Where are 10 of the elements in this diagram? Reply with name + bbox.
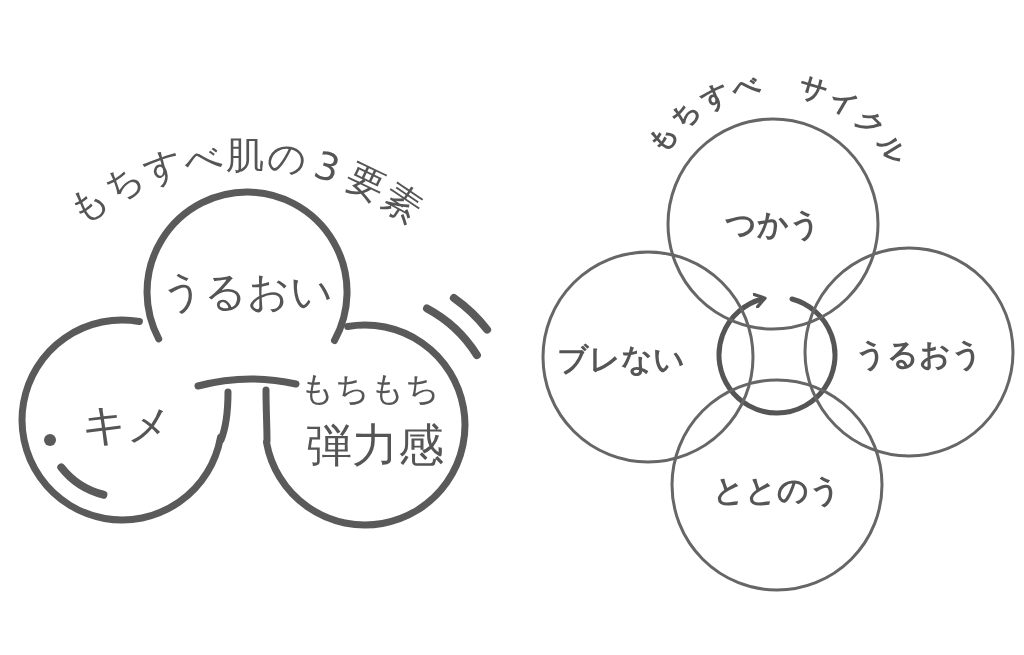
node-label: うるおう bbox=[855, 338, 983, 370]
curved-title: もちすべ肌の3要素 bbox=[59, 132, 431, 232]
curved-title: もちすべ サイクル bbox=[641, 66, 913, 171]
node-label: ととのう bbox=[713, 474, 841, 506]
node-label: うるおい bbox=[161, 271, 333, 313]
node-label: つかう bbox=[725, 208, 821, 240]
node-label: キメ bbox=[82, 403, 172, 447]
node-label: もちもち bbox=[300, 371, 440, 405]
node-label: ブレない bbox=[557, 343, 685, 375]
node-label: 弾力感 bbox=[306, 422, 444, 468]
